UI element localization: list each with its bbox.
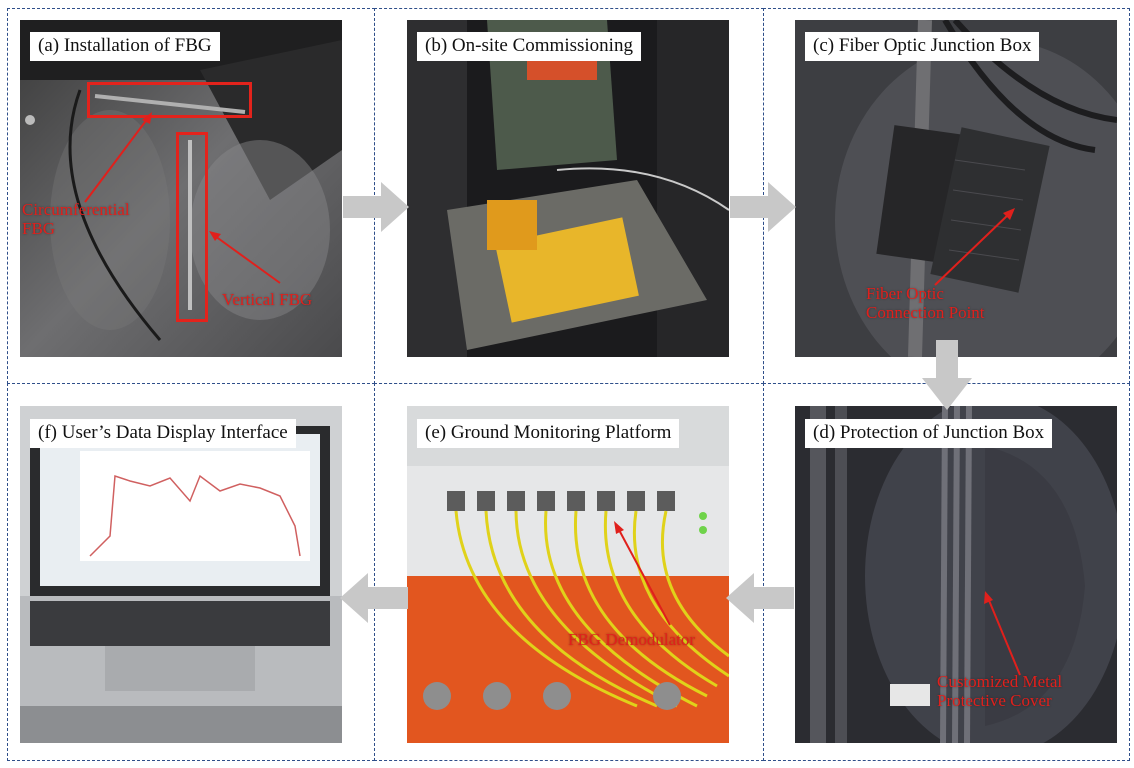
caption-b: (b) On-site Commissioning — [417, 32, 641, 61]
pointer-arrow-cover — [984, 591, 1021, 676]
annotation-connection-point: Fiber Optic Connection Point — [866, 284, 985, 322]
circumferential-fbg-highlight — [87, 82, 252, 118]
pointer-arrow-vertical — [209, 231, 281, 284]
annotation-protective-cover: Customized Metal Protective Cover — [937, 672, 1063, 710]
caption-c: (c) Fiber Optic Junction Box — [805, 32, 1040, 61]
photo-protection-of-junction-box — [795, 406, 1117, 743]
flow-arrow-e-to-f — [340, 573, 408, 623]
caption-a: (a) Installation of FBG — [30, 32, 220, 61]
photo-user-data-display — [20, 406, 342, 743]
flow-arrow-d-to-e — [726, 573, 794, 623]
annotation-fbg-demodulator: FBG Demodulator — [568, 630, 696, 649]
flow-arrow-b-to-c — [730, 182, 796, 232]
caption-f: (f) User’s Data Display Interface — [30, 419, 296, 448]
photo-ground-monitoring-platform — [407, 406, 729, 743]
pointer-arrow-demodulator — [614, 521, 671, 626]
annotation-vertical-fbg: Vertical FBG — [222, 290, 313, 309]
flow-arrow-a-to-b — [343, 182, 409, 232]
pointer-arrow-connection — [934, 208, 1015, 286]
pointer-arrow-circumferential — [84, 112, 152, 203]
photo-fiber-optic-junction-box — [795, 20, 1117, 357]
photo-on-site-commissioning — [407, 20, 729, 357]
vertical-fbg-highlight — [176, 132, 208, 322]
flow-arrow-c-to-d — [922, 340, 972, 410]
caption-e: (e) Ground Monitoring Platform — [417, 419, 680, 448]
caption-d: (d) Protection of Junction Box — [805, 419, 1053, 448]
annotation-circumferential-fbg: Circumferential FBG — [22, 200, 130, 238]
